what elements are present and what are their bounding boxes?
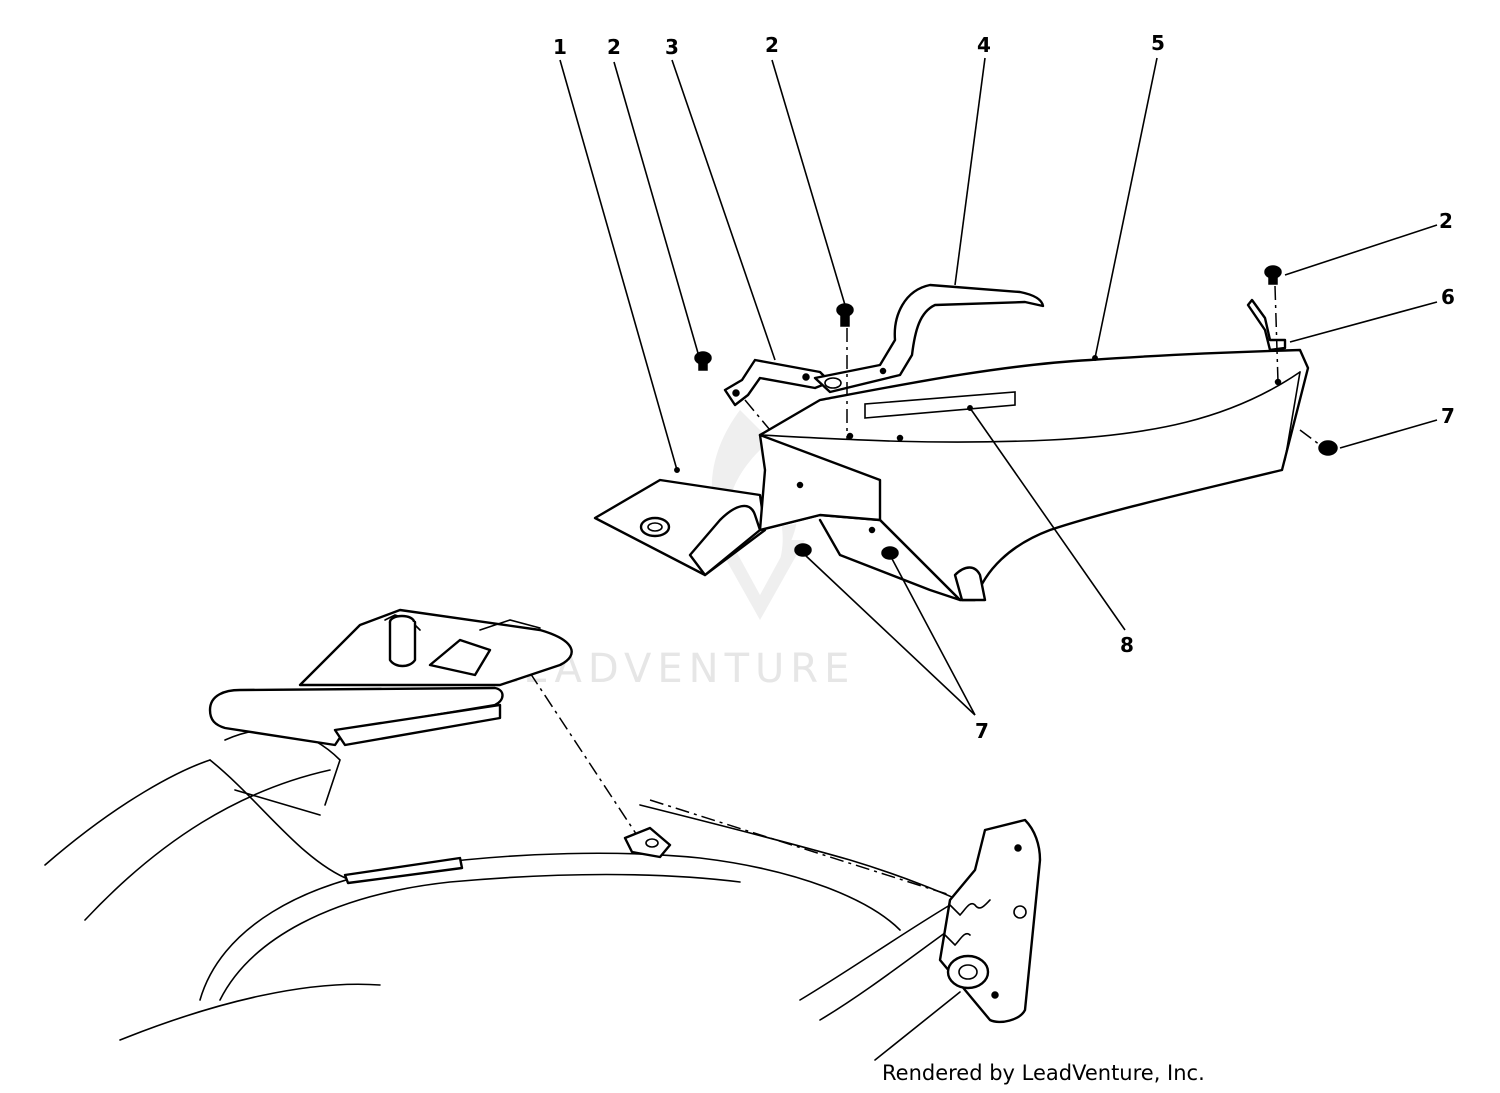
callout-3: 3 bbox=[665, 35, 679, 59]
callout-2-center: 2 bbox=[765, 33, 779, 57]
discharge-handle bbox=[208, 608, 573, 747]
mower-deck bbox=[44, 728, 981, 1041]
nuts bbox=[794, 440, 1338, 560]
callout-7-right: 7 bbox=[1441, 404, 1455, 428]
footer-credit: Rendered by LeadVenture, Inc. bbox=[882, 1061, 1205, 1085]
handle-bracket bbox=[813, 283, 1045, 394]
callout-1: 1 bbox=[553, 35, 567, 59]
nut-3 bbox=[1318, 440, 1338, 456]
screw-1 bbox=[694, 351, 712, 371]
callout-5: 5 bbox=[1151, 31, 1165, 55]
chute-body bbox=[758, 348, 1310, 602]
callout-2-right: 2 bbox=[1439, 209, 1453, 233]
nut-1 bbox=[794, 543, 812, 557]
callout-6: 6 bbox=[1441, 285, 1455, 309]
callout-labels: 1 2 3 2 4 5 2 6 7 8 7 bbox=[553, 31, 1455, 743]
strap bbox=[723, 358, 832, 407]
callout-7-bottom: 7 bbox=[975, 719, 989, 743]
screw-3 bbox=[1264, 265, 1282, 285]
callout-4: 4 bbox=[977, 33, 991, 57]
assembly-lines bbox=[514, 285, 1321, 896]
hinge-bracket bbox=[593, 433, 962, 602]
callout-2-left: 2 bbox=[607, 35, 621, 59]
screw-2 bbox=[836, 303, 854, 327]
nut-2 bbox=[881, 546, 899, 560]
height-adjuster bbox=[874, 818, 1042, 1061]
leader-lines bbox=[559, 57, 1438, 716]
callout-8: 8 bbox=[1120, 633, 1134, 657]
clip bbox=[1246, 298, 1287, 352]
screws bbox=[694, 265, 1282, 371]
